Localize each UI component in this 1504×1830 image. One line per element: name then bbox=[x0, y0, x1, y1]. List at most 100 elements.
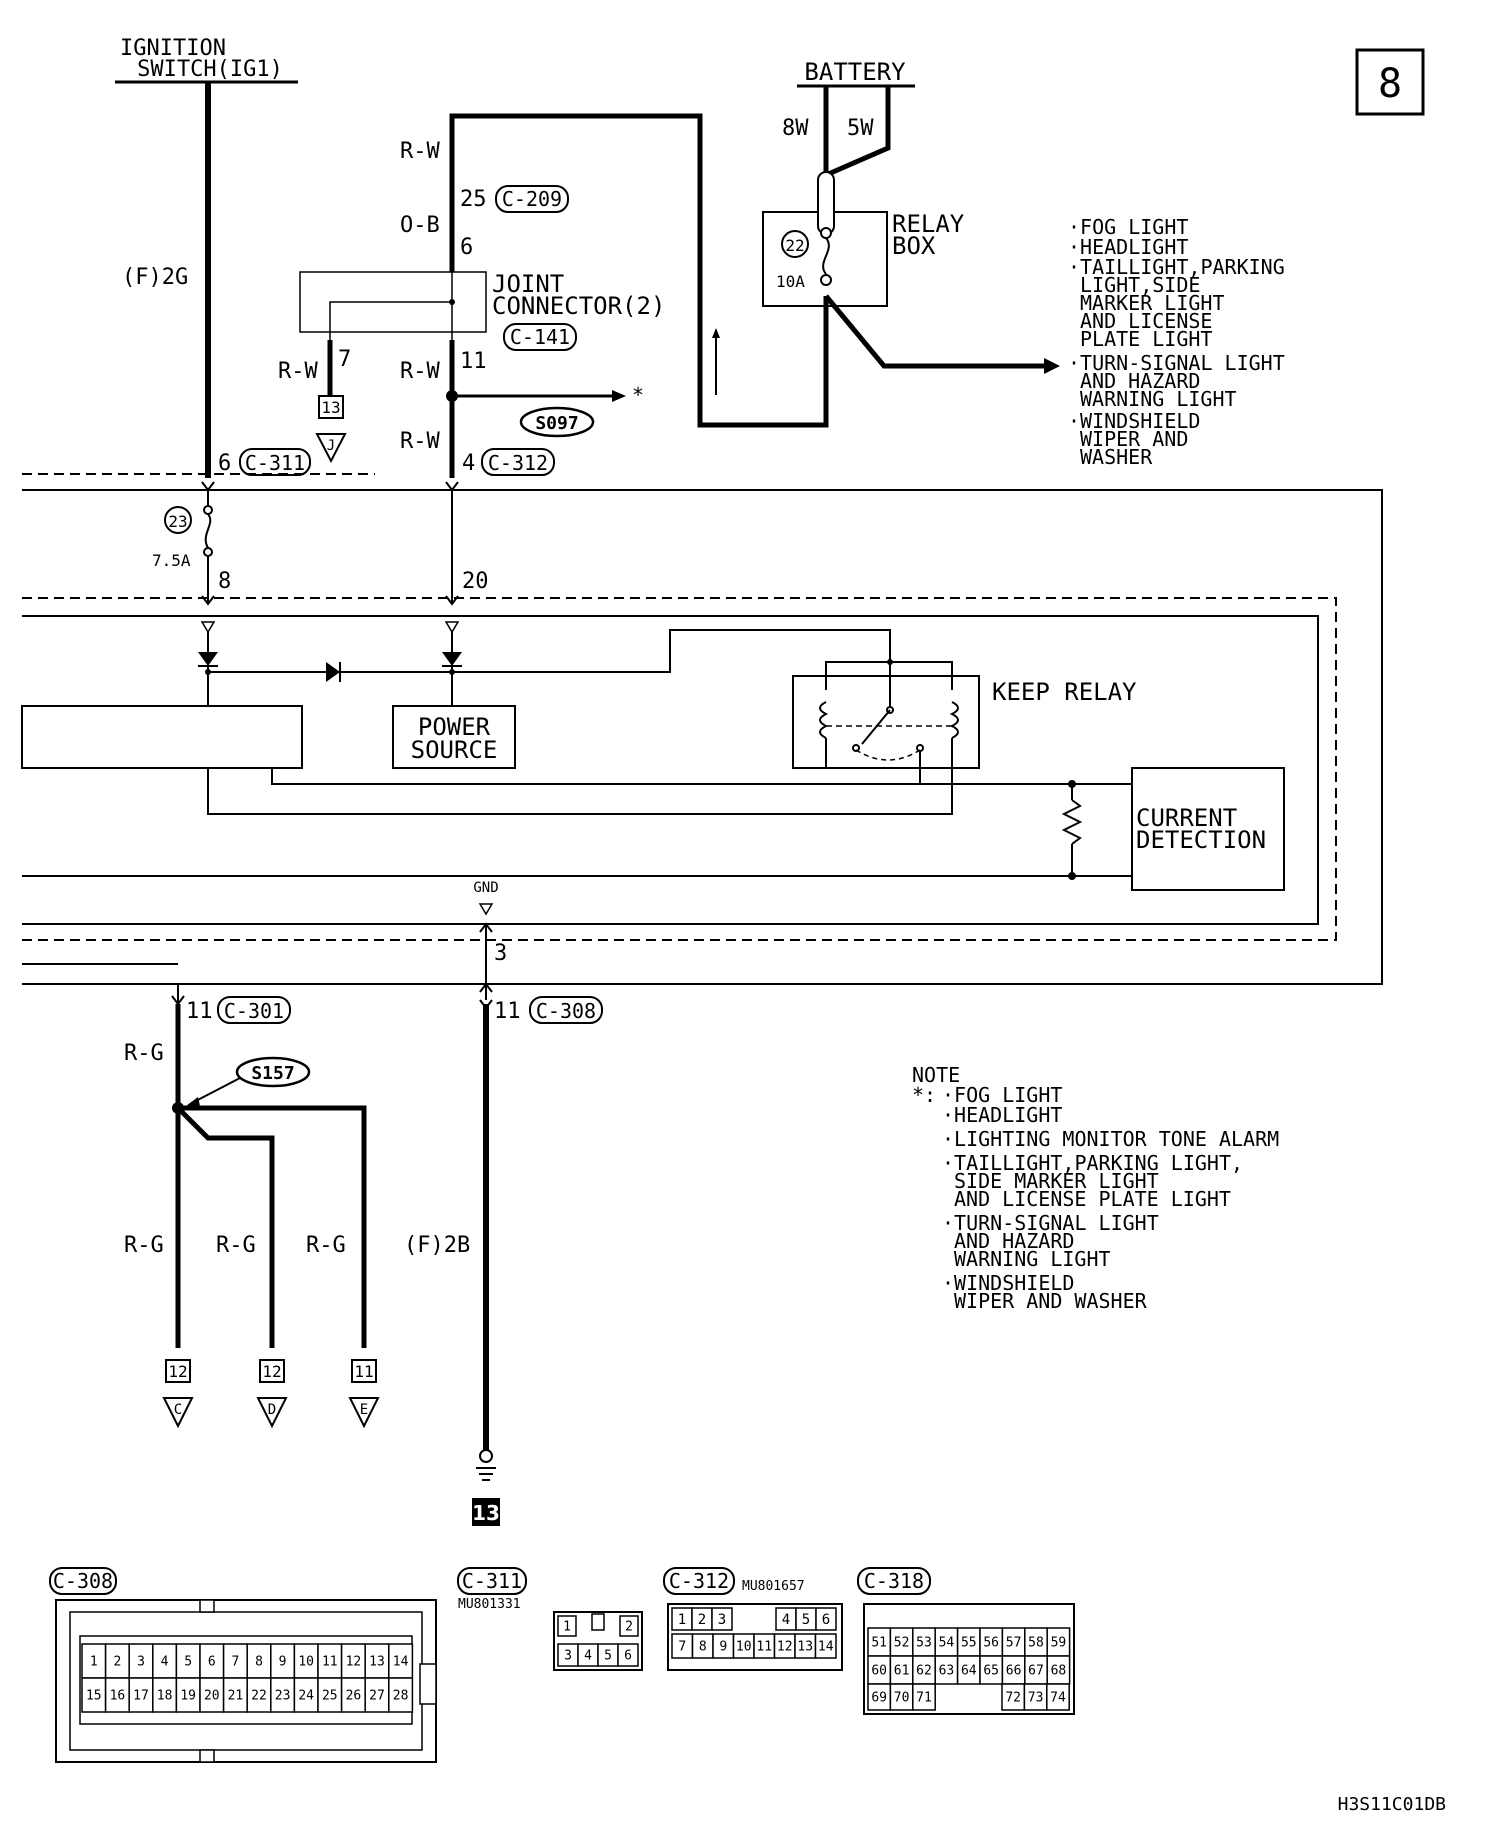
c318-face-title: C-318 bbox=[864, 1569, 924, 1593]
pin-number: 61 bbox=[894, 1664, 910, 1679]
ref-d: 12 D bbox=[256, 1359, 288, 1429]
load-line: WIPER AND bbox=[1080, 427, 1188, 451]
ground-ref-box bbox=[472, 1498, 500, 1526]
pin-number: 15 bbox=[86, 1689, 102, 1704]
ref-e-letter: E bbox=[360, 1402, 368, 1418]
pin-number: 3 bbox=[137, 1655, 145, 1670]
pin-number: 4 bbox=[782, 1612, 790, 1628]
joint-internal bbox=[329, 272, 453, 346]
fusible-link bbox=[817, 171, 835, 235]
pin-number: 64 bbox=[961, 1664, 977, 1679]
load-line: ·HEADLIGHT bbox=[1068, 235, 1188, 259]
note-star: *: bbox=[912, 1083, 936, 1107]
joint-connector-box bbox=[299, 271, 487, 333]
battery-label: BATTERY bbox=[804, 58, 906, 86]
ref-e-number: 11 bbox=[354, 1362, 373, 1381]
joint-pin-11: 11 bbox=[460, 349, 487, 374]
pin-number: 69 bbox=[871, 1691, 887, 1706]
c312-pin: 4 bbox=[462, 451, 475, 476]
c209-pin: 25 bbox=[460, 187, 487, 212]
wire-ob: O-B bbox=[400, 213, 440, 238]
pin-number: 58 bbox=[1028, 1636, 1044, 1651]
pin-number: 3 bbox=[718, 1612, 726, 1628]
pin-number: 7 bbox=[678, 1640, 686, 1655]
relay-box-label-2: BOX bbox=[892, 232, 936, 260]
pin-cell bbox=[912, 1683, 936, 1711]
pin-number: 67 bbox=[1028, 1664, 1044, 1679]
relay-contact bbox=[861, 709, 891, 745]
pin-number: 27 bbox=[369, 1689, 385, 1704]
pin-number: 5 bbox=[184, 1655, 192, 1670]
ignition-label: IGNITION bbox=[120, 36, 226, 61]
ref-c: 12 C bbox=[162, 1359, 194, 1429]
relay-output-wire bbox=[824, 294, 1050, 369]
load-line: WASHER bbox=[1080, 445, 1153, 469]
pin-number: 28 bbox=[393, 1689, 409, 1704]
ref-j-triangle bbox=[315, 433, 347, 464]
fuse-10a: 10A bbox=[776, 272, 805, 291]
c312-face bbox=[667, 1603, 843, 1671]
pin-number: 4 bbox=[584, 1649, 592, 1664]
c141-tag bbox=[503, 323, 577, 351]
joint-label: JOINT bbox=[492, 270, 564, 298]
rg-branches bbox=[176, 1105, 367, 1348]
sense-resistor bbox=[1061, 799, 1083, 845]
load-line: MARKER LIGHT bbox=[1080, 291, 1225, 315]
c311-label: C-311 bbox=[245, 451, 305, 475]
note-line: ·TURN-SIGNAL LIGHT bbox=[942, 1211, 1159, 1235]
note-block: NOTE *: ·FOG LIGHT ·HEADLIGHT ·LIGHTING … bbox=[912, 1063, 1279, 1313]
pin-number: 66 bbox=[1006, 1664, 1022, 1679]
c301-tag bbox=[217, 996, 291, 1024]
pin-cell bbox=[711, 1607, 733, 1631]
pin-number: 54 bbox=[939, 1636, 955, 1651]
load-line: ·WINDSHIELD bbox=[1068, 409, 1200, 433]
pin-number: 11 bbox=[756, 1640, 772, 1655]
pin-cell bbox=[617, 1643, 639, 1667]
pin-number: 22 bbox=[251, 1689, 267, 1704]
note-line: SIDE MARKER LIGHT bbox=[954, 1169, 1159, 1193]
pin-number: 57 bbox=[1006, 1636, 1022, 1651]
pin-number: 10 bbox=[736, 1640, 752, 1655]
pin-number: 16 bbox=[110, 1689, 126, 1704]
keep-relay-label: KEEP RELAY bbox=[992, 678, 1137, 706]
c311-tag bbox=[239, 448, 311, 476]
note-line: ·LIGHTING MONITOR TONE ALARM bbox=[942, 1127, 1279, 1151]
pin-number: 72 bbox=[1005, 1691, 1021, 1706]
page-number: 8 bbox=[1378, 61, 1402, 107]
c308-pin: 11 bbox=[494, 999, 521, 1024]
pin-number: 74 bbox=[1050, 1691, 1066, 1706]
relay-coil-right bbox=[949, 701, 959, 739]
pin-number: 6 bbox=[624, 1649, 632, 1664]
joint-pin-6: 6 bbox=[460, 235, 473, 260]
ref-13-box bbox=[318, 395, 344, 419]
pin-number: 10 bbox=[298, 1655, 314, 1670]
module-outline bbox=[22, 489, 1383, 985]
joint-pin-7: 7 bbox=[338, 347, 351, 372]
c308-tag bbox=[529, 996, 603, 1024]
c209-tag bbox=[495, 185, 569, 213]
wire-rw-side: R-W bbox=[278, 359, 318, 384]
note-line: ·TAILLIGHT,PARKING LIGHT, bbox=[942, 1151, 1243, 1175]
ground-wire-label: (F)2B bbox=[404, 1233, 470, 1258]
note-line: AND HAZARD bbox=[954, 1229, 1074, 1253]
pin-number: 1 bbox=[90, 1655, 98, 1670]
ground-ref-number: 13 bbox=[472, 1501, 500, 1525]
c311-face-title: C-311 bbox=[462, 1569, 522, 1593]
pin-number: 21 bbox=[228, 1689, 244, 1704]
pin-20: 20 bbox=[462, 569, 489, 594]
pin-number: 2 bbox=[625, 1620, 633, 1635]
page-number-box bbox=[1355, 48, 1425, 116]
pin-number: 20 bbox=[204, 1689, 220, 1704]
pin-cell bbox=[1046, 1683, 1070, 1711]
pin-8: 8 bbox=[218, 569, 231, 594]
load-line: AND HAZARD bbox=[1080, 369, 1200, 393]
pin-number: 8 bbox=[255, 1655, 263, 1670]
pin-number: 53 bbox=[916, 1636, 932, 1651]
asterisk-mark: * bbox=[632, 383, 644, 407]
diagram-code: H3S11C01DB bbox=[1338, 1794, 1446, 1815]
pin-number: 14 bbox=[818, 1640, 834, 1655]
pin-number: 4 bbox=[161, 1655, 169, 1670]
ref-c-letter: C bbox=[174, 1402, 182, 1418]
c312-label: C-312 bbox=[488, 451, 548, 475]
